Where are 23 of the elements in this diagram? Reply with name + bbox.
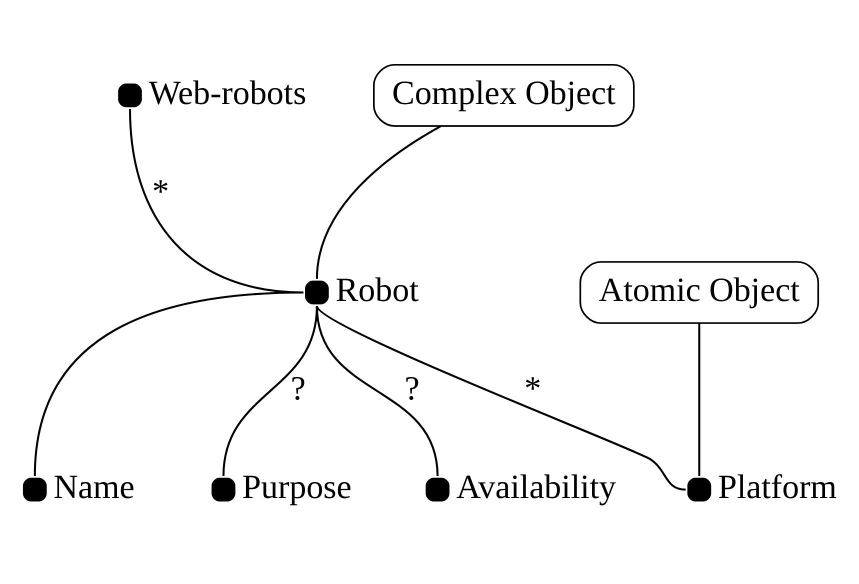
node-circle: [118, 83, 142, 107]
node-box: Atomic Object: [579, 260, 820, 324]
connector: [316, 304, 686, 490]
edge-label: *: [524, 370, 542, 408]
node-box: Complex Object: [373, 63, 635, 126]
edge-label: ?: [290, 370, 306, 408]
node-circle: [426, 477, 450, 501]
node-circle: [305, 280, 329, 304]
node-label: Purpose: [242, 468, 352, 506]
node-label: Platform: [718, 468, 837, 506]
node-circle: [687, 477, 712, 501]
connector: [34, 290, 304, 476]
node-label: Robot: [336, 271, 419, 308]
node-label: Name: [54, 468, 135, 506]
connector: [316, 305, 439, 476]
node-label: Web-robots: [148, 74, 306, 112]
node-circle: [22, 477, 47, 501]
node-label: Availability: [456, 468, 616, 506]
edge-label: ?: [404, 370, 420, 408]
node-circle: [212, 477, 236, 501]
connector: [698, 322, 700, 476]
connector: [316, 124, 442, 278]
edge-label: *: [152, 172, 170, 210]
